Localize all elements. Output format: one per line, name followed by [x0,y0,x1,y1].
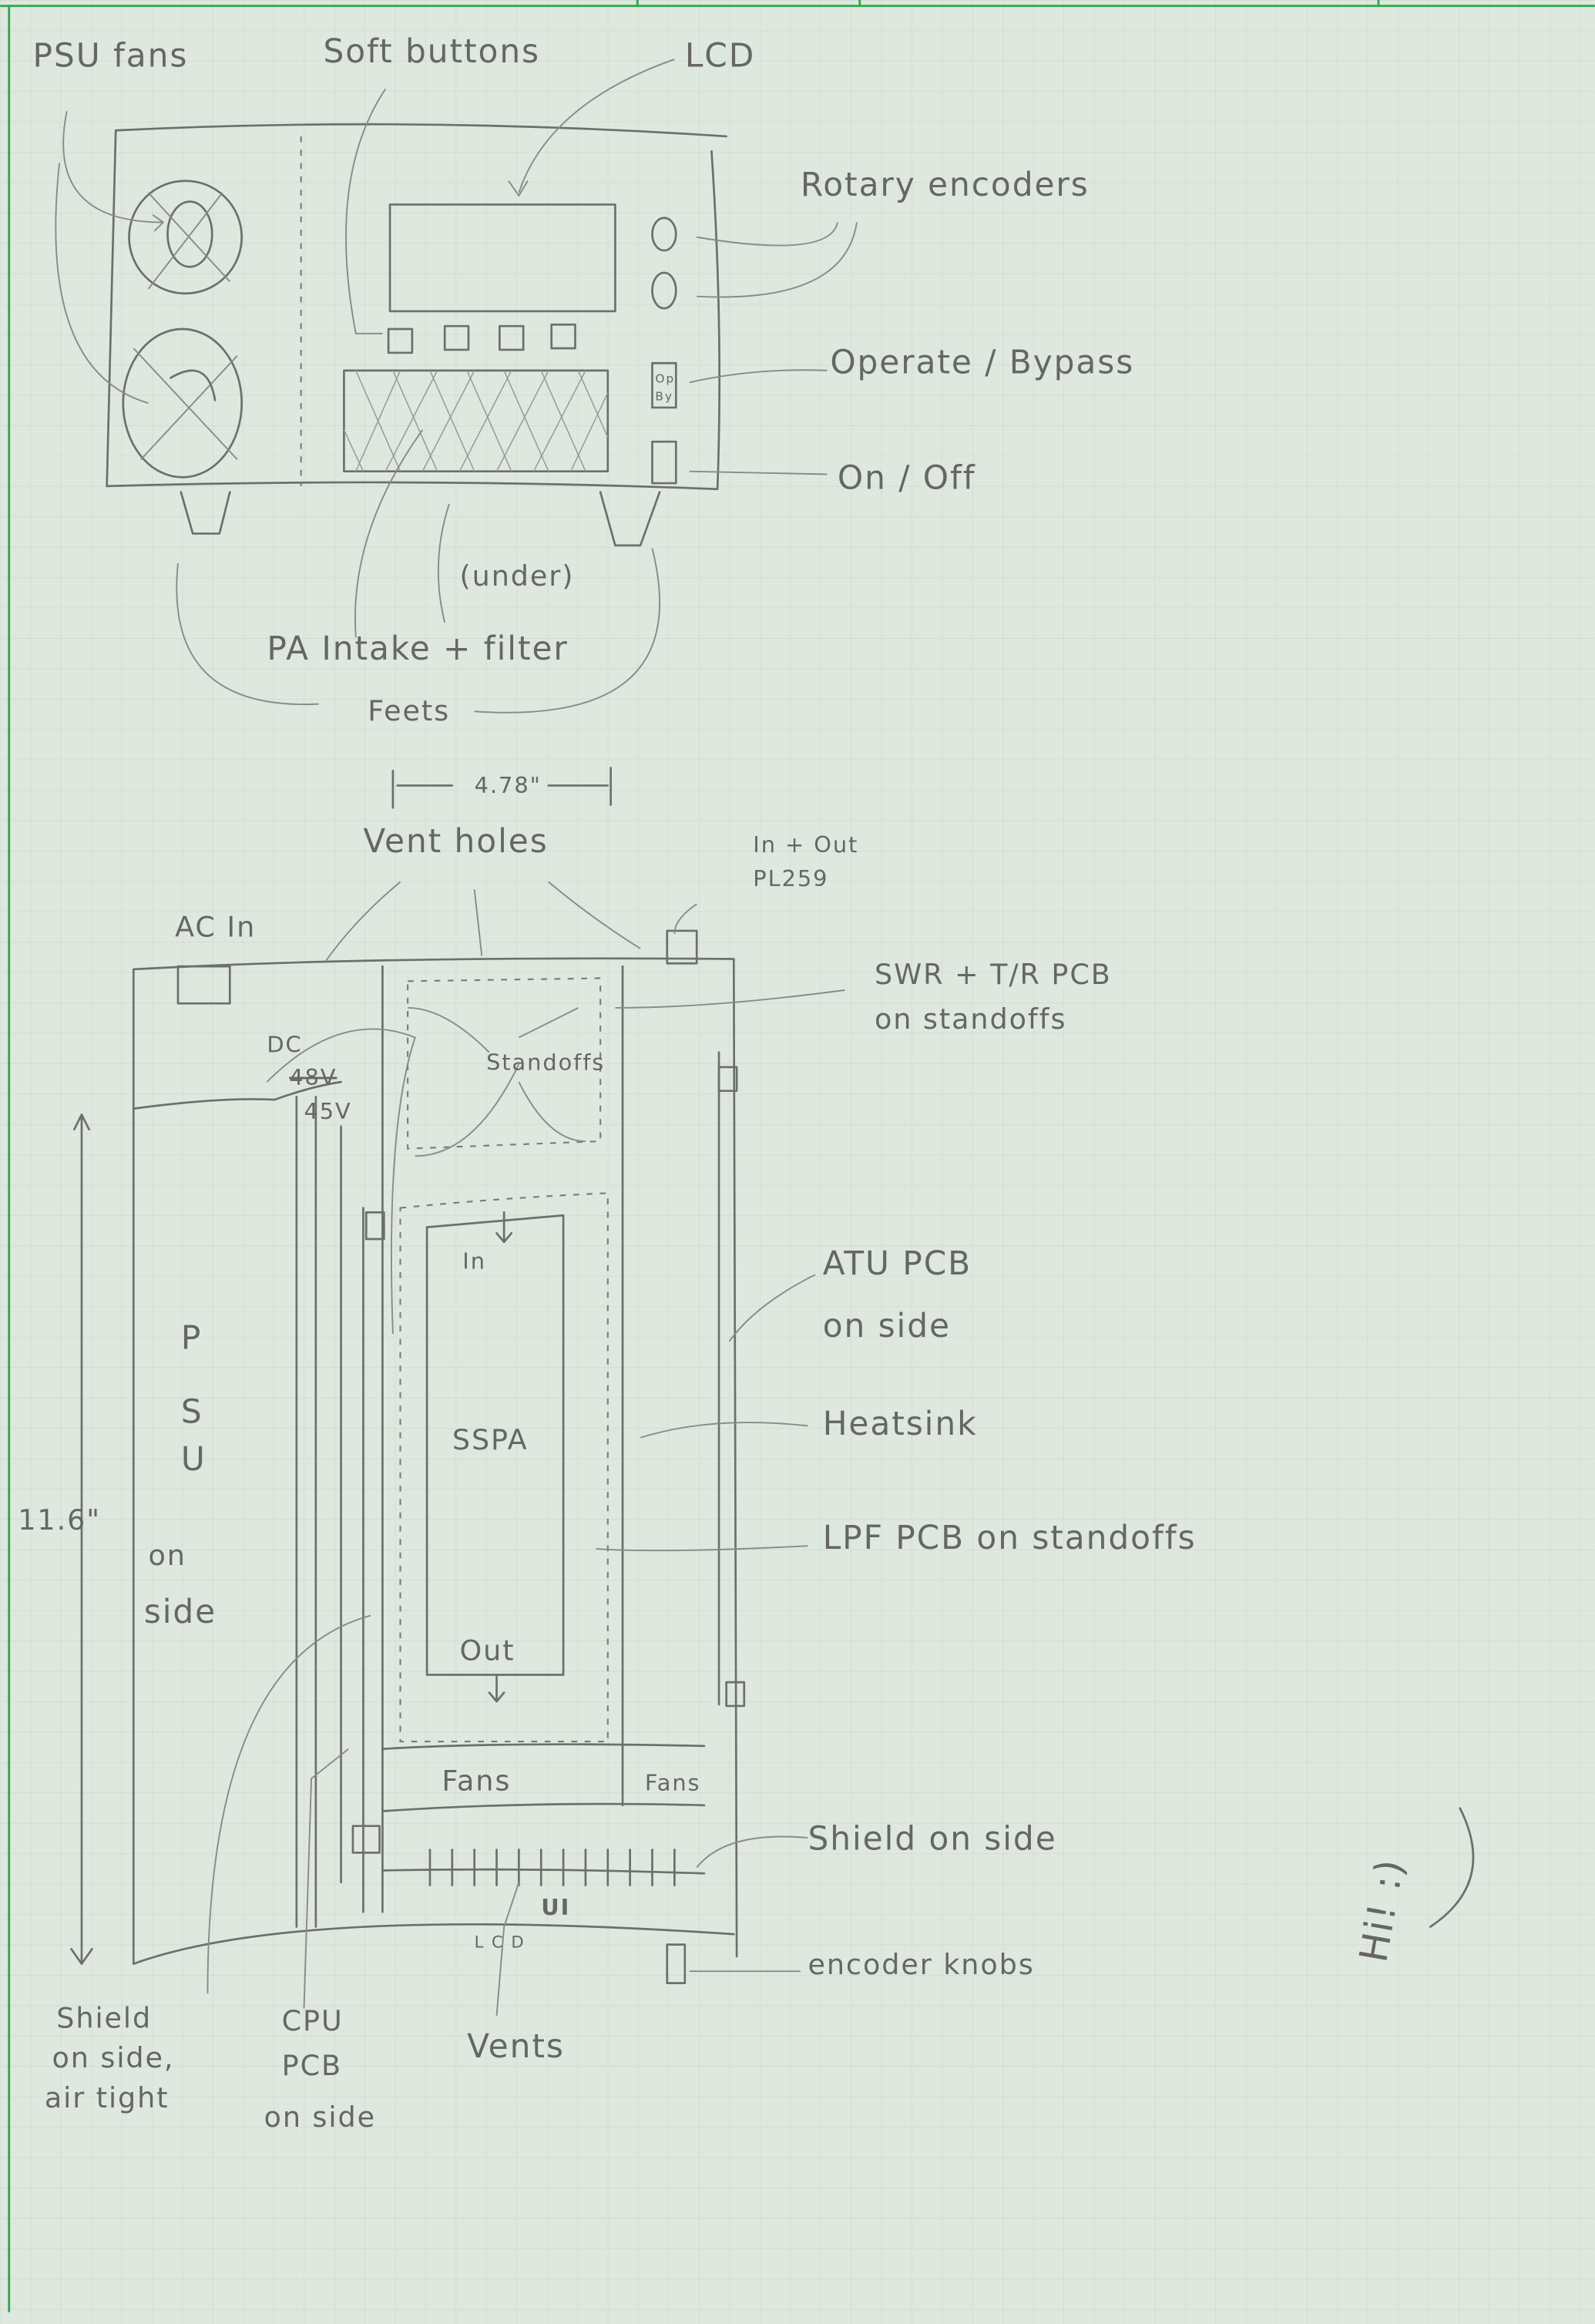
label-fans-right: Fans [645,1770,701,1796]
label-psu-on: on [149,1539,186,1572]
switch-by-text: By [655,389,673,403]
top-view-labels: 4.78" Vent holes In + Out PL259 AC In SW… [18,772,1413,2134]
front-view-labels: PSU fans Soft buttons LCD Rotary encoder… [32,32,1134,727]
front-view-drawing [55,59,858,714]
label-atu-on-side: on side [823,1307,951,1345]
rf-connector-pl259 [666,929,698,965]
psu-fan-top-icon [128,180,243,295]
ac-in-connector [176,965,231,1005]
label-height-dimension: 11.6" [18,1503,101,1536]
label-in-out: In + Out [753,831,858,858]
smiley-mouth [1429,1807,1475,1928]
label-soft-buttons: Soft buttons [323,32,540,70]
label-lpf-pcb: LPF PCB on standoffs [823,1519,1197,1557]
label-feets: Feets [368,694,450,727]
label-psu-p: P [181,1318,202,1356]
label-ui: UI [541,1894,570,1920]
label-sspa-in: In [462,1248,486,1274]
label-pa-intake: PA Intake + filter [267,630,568,667]
switch-op-text: Op [655,371,675,385]
label-swr-pcb: SWR + T/R PCB [875,958,1112,991]
label-fans-left: Fans [442,1765,511,1798]
label-lcd: LCD [685,37,755,75]
label-width-dimension: 4.78" [475,772,542,798]
label-shield-line1: Shield [56,2001,152,2034]
label-shield-line3: air tight [45,2081,170,2114]
label-pl259: PL259 [753,865,828,892]
label-heatsink: Heatsink [823,1405,978,1442]
vent-slots [428,1849,676,1886]
label-encoder-knobs: encoder knobs [808,1948,1034,1981]
label-under: (under) [459,559,574,593]
lpf-pcb-outline [399,1192,609,1743]
label-operate-bypass: Operate / Bypass [830,344,1134,381]
label-dc-45v: 45V [304,1098,351,1124]
soft-buttons-drawing [387,323,576,354]
label-standoffs: Standoffs [486,1049,605,1076]
label-vents: Vents [467,2027,565,2065]
label-dc: DC [267,1032,302,1058]
foot-right-icon [599,491,661,547]
label-cpu-line3: on side [264,2101,376,2134]
label-cpu-line2: PCB [282,2049,342,2082]
psu-fan-bottom-icon [122,327,243,479]
operate-bypass-switch-icon [651,361,677,409]
label-psu-fans: PSU fans [32,37,188,75]
sspa-board [425,1214,565,1676]
label-on-off: On / Off [838,459,976,497]
label-atu-pcb: ATU PCB [823,1244,972,1282]
label-shield-line2: on side, [52,2041,174,2074]
label-psu-s: S [181,1393,203,1431]
foot-left-icon [180,491,231,535]
encoder-knob-icon [666,1943,687,1984]
lcd-screen [388,203,616,313]
label-ac-in: AC In [175,911,256,944]
label-shield-on-side: Shield on side [808,1819,1056,1857]
top-view-drawing [70,767,1475,2016]
pa-intake-filter [343,369,609,473]
label-psu-u: U [181,1440,207,1478]
label-sspa: SSPA [452,1423,529,1456]
swr-pcb-outline [407,977,602,1150]
label-sspa-out: Out [459,1634,515,1667]
label-cpu-line1: CPU [282,2004,344,2037]
label-vent-holes: Vent holes [363,822,548,860]
on-off-switch-icon [651,440,677,485]
height-dimension-arrow [70,1113,93,1965]
label-psu-side: side [144,1593,217,1630]
label-rotary-encoders: Rotary encoders [801,166,1090,203]
label-lcd-small: L C D [475,1932,526,1951]
rotary-encoder-2-icon [651,271,677,310]
label-dc-struck-48v: 48V [289,1064,337,1090]
label-swr-standoffs: on standoffs [875,1002,1066,1036]
rotary-encoder-1-icon [651,217,677,252]
